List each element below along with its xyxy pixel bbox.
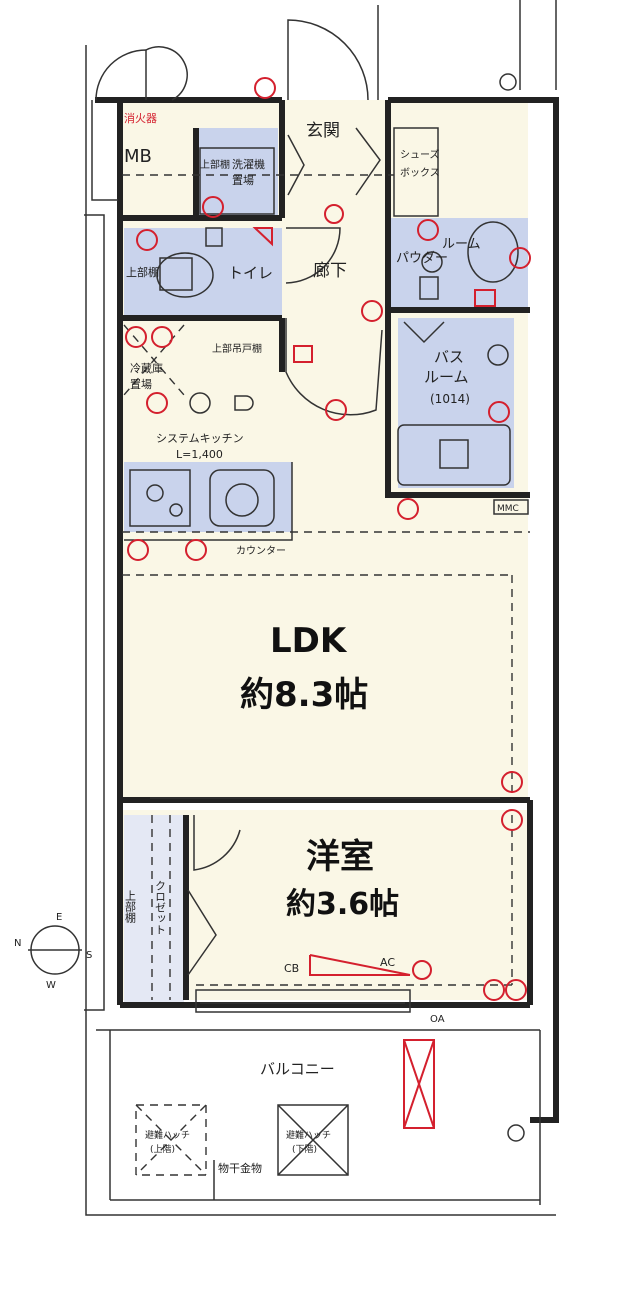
compass-w: W bbox=[46, 980, 56, 991]
compass: N E S W bbox=[14, 912, 92, 991]
label-closet: クロゼット bbox=[154, 880, 167, 935]
compass-e: E bbox=[56, 912, 62, 923]
label-oa: OA bbox=[430, 1014, 445, 1025]
label-drying: 物干金物 bbox=[218, 1161, 262, 1175]
outlets bbox=[125, 77, 531, 1001]
label-shoes-box-1: シューズ bbox=[400, 148, 440, 161]
label-youshitsu: 洋室 bbox=[306, 837, 374, 877]
label-upper-shelf-toilet: 上部棚 bbox=[126, 265, 159, 279]
label-toilet: トイレ bbox=[228, 264, 273, 282]
walls bbox=[84, 0, 559, 1216]
label-upper-shelf-closet: 上部棚 bbox=[124, 890, 137, 924]
label-genkan: 玄関 bbox=[306, 121, 340, 141]
label-upper-cabinet: 上部吊戸棚 bbox=[212, 342, 262, 355]
label-bath-size: (1014) bbox=[430, 392, 470, 406]
label-washer-1: 洗濯機 bbox=[232, 157, 265, 171]
label-powder-1: パウダー bbox=[396, 251, 448, 266]
label-ac: AC bbox=[380, 956, 395, 969]
label-hatch-right-1: 避難ハッチ bbox=[286, 1129, 331, 1141]
label-upper-shelf-small: 上部棚 bbox=[200, 158, 230, 171]
doors bbox=[95, 5, 445, 976]
label-youshitsu-size: 約3.6帖 bbox=[286, 887, 399, 922]
label-kitchen-length: L=1,400 bbox=[176, 448, 223, 461]
label-fridge-1: 冷蔵庫 bbox=[130, 361, 163, 375]
label-rouka: 廊下 bbox=[313, 261, 347, 281]
label-mb: MB bbox=[124, 146, 152, 167]
label-mmc: MMC bbox=[497, 504, 519, 514]
label-counter: カウンター bbox=[236, 545, 286, 557]
label-hatch-right-2: (下階) bbox=[292, 1144, 317, 1155]
label-balcony: バルコニー bbox=[260, 1060, 335, 1078]
compass-n: N bbox=[14, 938, 21, 949]
label-ldk: LDK bbox=[270, 621, 348, 661]
fixtures bbox=[124, 73, 525, 1200]
label-bath-2: ルーム bbox=[424, 368, 469, 386]
dashed-lines bbox=[122, 174, 530, 1013]
compass-s: S bbox=[86, 950, 92, 961]
label-hatch-left-2: (上階) bbox=[150, 1144, 175, 1155]
label-hatch-left-1: 避難ハッチ bbox=[145, 1129, 190, 1141]
room-labels: MB 消火器 玄関 シューズ ボックス 洗濯機 置場 上部棚 トイレ 上部棚 廊… bbox=[124, 111, 519, 1175]
label-fire-extinguisher: 消火器 bbox=[124, 111, 157, 125]
label-shoes-box-2: ボックス bbox=[400, 167, 440, 179]
label-cb: CB bbox=[284, 962, 299, 975]
label-ldk-size: 約8.3帖 bbox=[240, 675, 368, 715]
label-kitchen: システムキッチン bbox=[156, 432, 244, 445]
label-powder-2: ルーム bbox=[442, 237, 481, 252]
label-fridge-2: 置場 bbox=[130, 378, 152, 391]
label-bath-1: バス bbox=[434, 348, 464, 366]
label-washer-2: 置場 bbox=[232, 174, 254, 187]
